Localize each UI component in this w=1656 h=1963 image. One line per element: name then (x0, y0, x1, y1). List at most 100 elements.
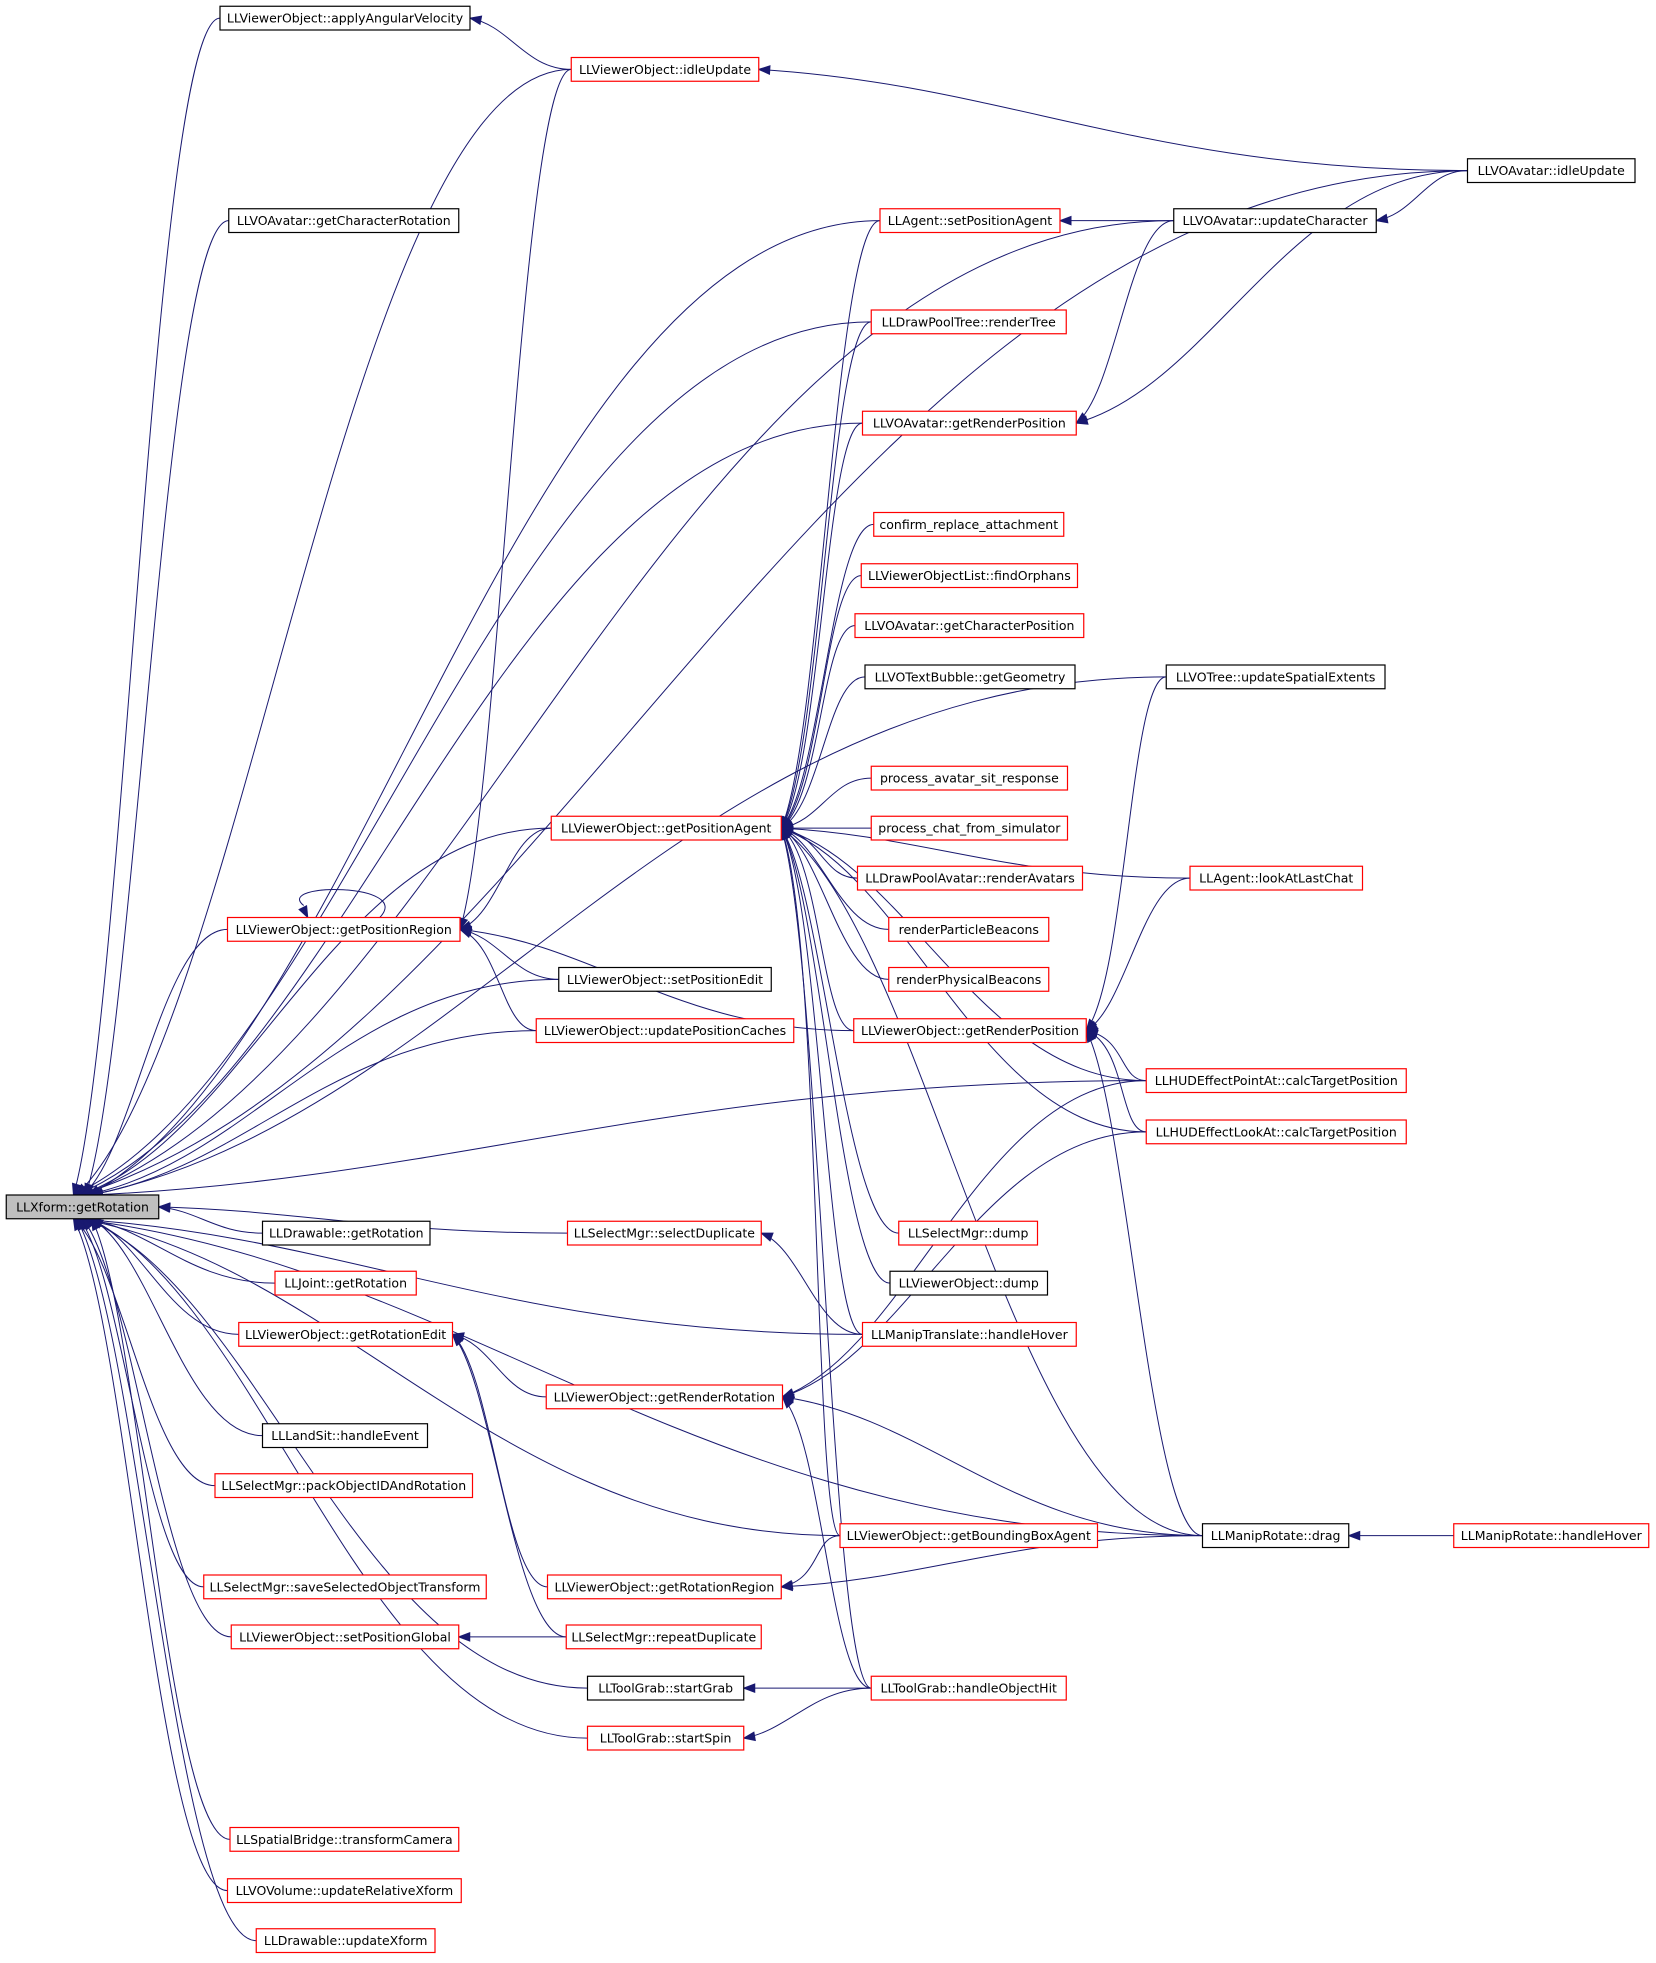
node-label: LLDrawPoolTree::renderTree (882, 314, 1056, 329)
node-updateCharacter[interactable]: LLVOAvatar::updateCharacter (1173, 208, 1377, 234)
edge-lookAtLastChat-to-getRenderPosition (1085, 877, 1191, 1032)
edge-getCharacterRotation-to-root (84, 220, 229, 1197)
node-repeatDuplicate[interactable]: LLSelectMgr::repeatDuplicate (565, 1624, 762, 1650)
node-box (546, 1574, 782, 1600)
node-setPositionEdit[interactable]: LLViewerObject::setPositionEdit (558, 966, 772, 992)
node-updateSpatialExtents[interactable]: LLVOTree::updateSpatialExtents (1165, 664, 1386, 690)
node-transformCamera[interactable]: LLSpatialBridge::transformCamera (229, 1826, 460, 1852)
edge-avatarIdleUpdate-to-updateCharacter (1374, 170, 1468, 224)
node-box (226, 1878, 462, 1904)
node-findOrphans[interactable]: LLViewerObjectList::findOrphans (860, 563, 1079, 589)
node-startGrab[interactable]: LLToolGrab::startGrab (586, 1675, 745, 1701)
node-startSpin[interactable]: LLToolGrab::startSpin (586, 1725, 745, 1751)
node-lookAtLastChat[interactable]: LLAgent::lookAtLastChat (1189, 865, 1364, 891)
node-box (888, 916, 1050, 942)
node-label: LLViewerObject::getBoundingBoxAgent (847, 1528, 1091, 1543)
node-jointGetRotation[interactable]: LLJoint::getRotation (274, 1270, 417, 1296)
node-box (570, 56, 760, 82)
node-box (229, 1826, 460, 1852)
node-renderTree[interactable]: LLDrawPoolTree::renderTree (870, 309, 1067, 335)
node-label: LLToolGrab::startGrab (598, 1681, 733, 1696)
node-renderAvatars[interactable]: LLDrawPoolAvatar::renderAvatars (856, 865, 1084, 891)
node-box (854, 613, 1085, 639)
node-lookAtCalc[interactable]: LLHUDEffectLookAt::calcTargetPosition (1145, 1119, 1407, 1145)
node-box (873, 511, 1065, 537)
node-chatFromSimulator[interactable]: process_chat_from_simulator (870, 815, 1069, 841)
node-label: LLManipTranslate::handleHover (871, 1327, 1069, 1342)
node-applyAngularVelocity[interactable]: LLViewerObject::applyAngularVelocity (219, 5, 471, 31)
node-saveTransform[interactable]: LLSelectMgr::saveSelectedObjectTransform (203, 1574, 487, 1600)
node-box (1173, 208, 1377, 234)
node-box (888, 966, 1050, 992)
node-getRotationRegion[interactable]: LLViewerObject::getRotationRegion (546, 1574, 782, 1600)
node-updateRelativeXform[interactable]: LLVOVolume::updateRelativeXform (226, 1878, 462, 1904)
node-label: LLVOAvatar::getCharacterRotation (237, 213, 451, 228)
node-label: LLViewerObject::getPositionRegion (236, 922, 452, 937)
node-setPositionGlobal[interactable]: LLViewerObject::setPositionGlobal (230, 1624, 460, 1650)
node-label: LLManipRotate::handleHover (1461, 1528, 1643, 1543)
node-avatarSitResponse[interactable]: process_avatar_sit_response (870, 765, 1069, 791)
node-box (860, 563, 1079, 589)
node-box (550, 815, 782, 841)
node-label: LLDrawable::getRotation (269, 1226, 424, 1241)
node-layer: LLXform::getRotationLLViewerObject::appl… (5, 5, 1650, 1954)
node-updatePositionCaches[interactable]: LLViewerObject::updatePositionCaches (535, 1018, 795, 1044)
node-handleObjectHit[interactable]: LLToolGrab::handleObjectHit (870, 1675, 1067, 1701)
node-getRenderPosition[interactable]: LLViewerObject::getRenderPosition (853, 1018, 1087, 1044)
node-physicalBeacons[interactable]: renderPhysicalBeacons (888, 966, 1050, 992)
node-box (566, 1220, 762, 1246)
node-boundingBoxAgent[interactable]: LLViewerObject::getBoundingBoxAgent (839, 1523, 1099, 1549)
node-box (558, 966, 772, 992)
node-getRenderRotation[interactable]: LLViewerObject::getRenderRotation (545, 1384, 784, 1410)
node-packObject[interactable]: LLSelectMgr::packObjectIDAndRotation (214, 1473, 474, 1499)
node-landSit[interactable]: LLLandSit::handleEvent (261, 1423, 429, 1449)
node-label: LLVOAvatar::getCharacterPosition (864, 618, 1074, 633)
node-manipRotateDrag[interactable]: LLManipRotate::drag (1201, 1523, 1350, 1549)
node-getCharacterRotation[interactable]: LLVOAvatar::getCharacterRotation (228, 208, 460, 234)
node-manipRotateHover[interactable]: LLManipRotate::handleHover (1453, 1523, 1650, 1549)
edge-updateSpatialExtents-to-getRenderPosition (1085, 676, 1167, 1032)
node-drawableGetRotation[interactable]: LLDrawable::getRotation (261, 1220, 431, 1246)
edge-idleUpdate-to-getPositionRegion (458, 68, 572, 931)
node-pointAtCalc[interactable]: LLHUDEffectPointAt::calcTargetPosition (1145, 1068, 1407, 1094)
node-box (545, 1384, 784, 1410)
node-avatarIdleUpdate[interactable]: LLVOAvatar::idleUpdate (1466, 158, 1636, 184)
edge-handleObjectHit-to-startSpin (742, 1687, 872, 1742)
edge-applyAngularVelocity-to-root (71, 17, 221, 1197)
node-getPositionRegion[interactable]: LLViewerObject::getPositionRegion (226, 916, 461, 942)
node-label: LLViewerObjectList::findOrphans (868, 568, 1071, 583)
edge-getPositionRegion-to-getPositionRegion (298, 889, 386, 919)
node-particleBeacons[interactable]: renderParticleBeacons (888, 916, 1050, 942)
edge-getCharacterPosition-to-getPositionAgent (780, 625, 856, 829)
node-selectDuplicate[interactable]: LLSelectMgr::selectDuplicate (566, 1220, 762, 1246)
edge-packObject-to-root (72, 1217, 216, 1487)
node-label: LLSelectMgr::selectDuplicate (574, 1226, 756, 1241)
node-label: LLVOAvatar::updateCharacter (1182, 213, 1368, 228)
node-updateXform[interactable]: LLDrawable::updateXform (255, 1928, 436, 1954)
edge-getRenderRotation-to-getRotationEdit (451, 1332, 547, 1398)
node-label: LLVOTextBubble::getGeometry (875, 669, 1066, 684)
node-label: LLViewerObject::setPositionGlobal (239, 1629, 451, 1644)
node-idleUpdate[interactable]: LLViewerObject::idleUpdate (570, 56, 760, 82)
node-getRotationEdit[interactable]: LLViewerObject::getRotationEdit (238, 1321, 454, 1347)
node-manipTranslateHover[interactable]: LLManipTranslate::handleHover (861, 1321, 1077, 1347)
node-label: LLLandSit::handleEvent (271, 1428, 419, 1443)
node-label: process_avatar_sit_response (880, 771, 1059, 786)
node-box (870, 309, 1067, 335)
node-setPositionAgent[interactable]: LLAgent::setPositionAgent (879, 208, 1061, 234)
node-box (226, 916, 461, 942)
node-label: LLViewerObject::setPositionEdit (567, 972, 763, 987)
edge-getPositionAgent-to-root (78, 827, 552, 1197)
edge-updatePositionCaches-to-getPositionRegion (458, 928, 537, 1032)
node-box (889, 1270, 1049, 1296)
node-getGeometry[interactable]: LLVOTextBubble::getGeometry (864, 664, 1076, 690)
node-label: LLViewerObject::idleUpdate (579, 62, 751, 77)
node-label: LLSelectMgr::saveSelectedObjectTransform (210, 1579, 481, 1594)
node-selectMgrDump[interactable]: LLSelectMgr::dump (898, 1220, 1039, 1246)
edge-repeatDuplicate-to-getRotationEdit (451, 1333, 567, 1638)
node-confirmReplace[interactable]: confirm_replace_attachment (873, 511, 1065, 537)
node-viewerObjectDump[interactable]: LLViewerObject::dump (889, 1270, 1049, 1296)
node-getCharacterPosition[interactable]: LLVOAvatar::getCharacterPosition (854, 613, 1085, 639)
node-avatarGetRenderPosition[interactable]: LLVOAvatar::getRenderPosition (861, 410, 1077, 436)
node-getPositionAgent[interactable]: LLViewerObject::getPositionAgent (550, 815, 782, 841)
